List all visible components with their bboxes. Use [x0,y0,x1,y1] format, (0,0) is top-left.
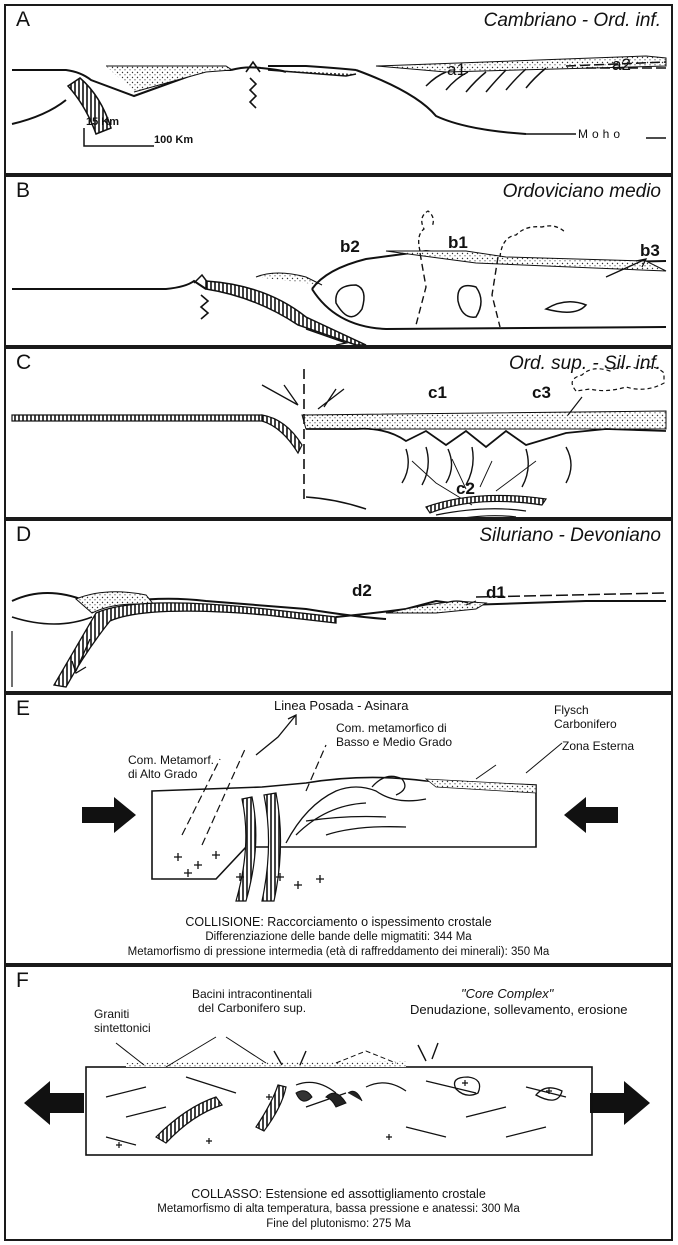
panel-d: D Siluriano - Devoniano d2 d1 [4,519,673,693]
panel-a: A Cambriano - Ord. inf. a1 a2 15 Km 100 … [4,4,673,175]
label-bacini: Bacini intracontinentali del Carbonifero… [192,987,312,1015]
label-flysch: Flysch Carbonifero [554,703,617,731]
moho-label: Moho [578,127,624,141]
panel-e-letter: E [16,697,30,721]
panel-b: B Ordoviciano medio b2 b1 b3 [4,175,673,347]
caption-f-3: Fine del plutonismo: 275 Ma [6,1217,671,1232]
label-c2: c2 [456,479,475,499]
panel-f: F Graniti sintettonici Bacini intraconti… [4,965,673,1241]
panel-b-title: Ordoviciano medio [503,181,661,203]
panel-d-title: Siluriano - Devoniano [479,525,661,547]
label-core-complex: "Core Complex" [461,987,553,1001]
label-a2: a2 [612,55,631,75]
panel-e: E Linea Posada - Asinara Com. Metamorf. … [4,693,673,965]
panel-f-letter: F [16,969,29,993]
panel-a-title: Cambriano - Ord. inf. [484,10,661,32]
caption-e-1: COLLISIONE: Raccorciamento o ispessiment… [6,915,671,930]
label-c1: c1 [428,383,447,403]
label-alto-grado: Com. Metamorf. di Alto Grado [128,753,214,781]
label-d1: d1 [486,583,506,603]
label-denudazione: Denudazione, sollevamento, erosione [410,1003,628,1017]
label-a1: a1 [447,60,466,80]
scale-vertical-label: 15 Km [86,116,119,128]
label-b2: b2 [340,237,360,257]
label-c3: c3 [532,383,551,403]
label-b1: b1 [448,233,468,253]
label-d2: d2 [352,581,372,601]
panel-b-letter: B [16,179,30,203]
caption-f-2: Metamorfismo di alta temperatura, bassa … [6,1202,671,1217]
label-zona-esterna: Zona Esterna [562,739,634,753]
panel-d-letter: D [16,523,31,547]
label-b3: b3 [640,241,660,261]
label-graniti: Graniti sintettonici [94,1007,151,1035]
panel-c: C Ord. sup. - Sil. inf. c1 c3 c2 [4,347,673,519]
scale-horizontal-label: 100 Km [154,134,193,146]
caption-f-1: COLLASSO: Estensione ed assottigliamento… [6,1187,671,1202]
label-linea-posada: Linea Posada - Asinara [274,699,408,713]
caption-e-3: Metamorfismo di pressione intermedia (et… [6,945,671,960]
caption-e-2: Differenziazione delle bande delle migma… [6,930,671,945]
panel-a-letter: A [16,8,30,32]
label-basso-grado: Com. metamorfico di Basso e Medio Grado [336,721,452,749]
panel-c-title: Ord. sup. - Sil. inf. [509,353,661,375]
panel-c-letter: C [16,351,31,375]
